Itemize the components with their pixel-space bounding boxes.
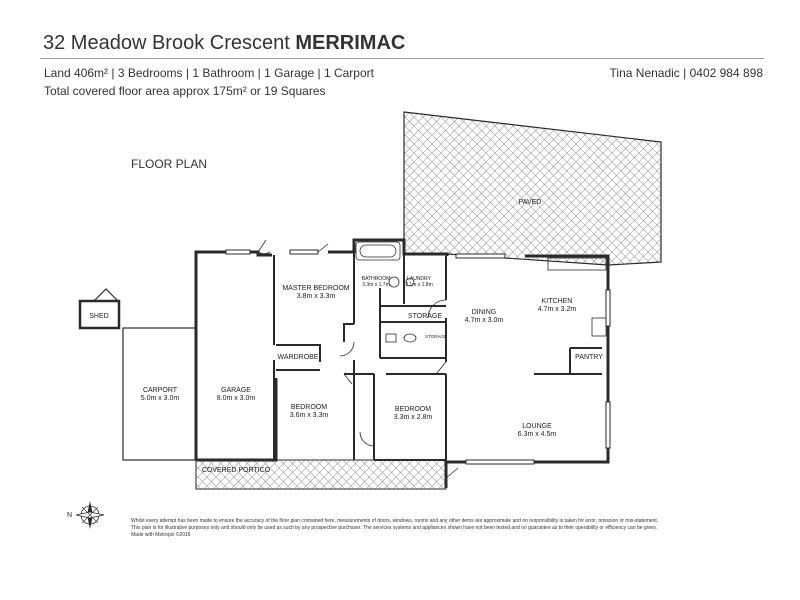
paved-area <box>403 111 662 266</box>
interior-walls <box>273 252 602 462</box>
room-size-carport: 5.0m x 3.0m <box>141 395 180 402</box>
room-size-dining: 4.7m x 3.0m <box>465 317 504 324</box>
room-name-paved: PAVED <box>519 199 542 206</box>
floor-area-text: Total covered floor area approx 175m² or… <box>44 84 326 98</box>
floor-plan-label: FLOOR PLAN <box>131 157 208 171</box>
room-size-laundry: 2.1m x 1.8m <box>405 282 433 288</box>
room-name-bedroom-3: BEDROOM <box>395 406 431 413</box>
disclaimer: Whilst every attempt has been made to en… <box>131 518 721 539</box>
room-name-garage: GARAGE <box>221 387 251 394</box>
header-divider <box>40 58 764 59</box>
windows <box>225 249 611 465</box>
suburb-name: MERRIMAC <box>295 32 406 54</box>
room-name-lounge: LOUNGE <box>522 423 552 430</box>
room-name-kitchen: KITCHEN <box>542 298 573 305</box>
exterior-walls <box>194 238 610 488</box>
doors <box>257 239 459 479</box>
room-name-wardrobe: WARDROBE <box>278 354 319 361</box>
room-size-garage: 8.0m x 3.0m <box>217 395 256 402</box>
disclaimer-line-2: This plan is for illustrative purposes o… <box>131 525 658 531</box>
disclaimer-line-1: Whilst every attempt has been made to en… <box>131 518 659 524</box>
svg-text:N: N <box>67 512 72 519</box>
room-name-master: MASTER BEDROOM <box>282 285 349 292</box>
room-size-bathroom: 3.3m x 1.7m <box>362 282 390 288</box>
room-name-pantry: PANTRY <box>575 354 603 361</box>
property-summary: Land 406m² | 3 Bedrooms | 1 Bathroom | 1… <box>44 66 374 80</box>
room-size-master: 3.8m x 3.3m <box>297 293 336 300</box>
property-title: 32 Meadow Brook Crescent MERRIMAC <box>43 32 405 55</box>
room-size-bedroom-2: 3.6m x 3.3m <box>290 412 329 419</box>
room-labels: PAVED SHED CARPORT 5.0m x 3.0m GARAGE 8.… <box>89 199 603 474</box>
room-name-storage: STORAGE <box>408 313 442 320</box>
compass-rose-icon: N <box>67 501 105 529</box>
fixtures <box>355 241 607 343</box>
room-name-storage-small: STORAGE <box>425 334 447 339</box>
room-size-lounge: 6.3m x 4.5m <box>518 431 557 438</box>
street-address: 32 Meadow Brook Crescent <box>43 32 290 54</box>
room-name-portico: COVERED PORTICO <box>202 467 271 474</box>
covered-portico-area <box>195 459 447 490</box>
disclaimer-line-3: Made with Metropix ©2016 <box>131 532 191 538</box>
room-name-bathroom: BATHROOM <box>362 276 391 282</box>
agent-contact: Tina Nenadic | 0402 984 898 <box>609 66 763 80</box>
room-name-carport: CARPORT <box>143 387 178 394</box>
room-size-kitchen: 4.7m x 3.2m <box>538 306 577 313</box>
room-size-bedroom-3: 3.3m x 2.8m <box>394 414 433 421</box>
room-name-shed: SHED <box>89 313 108 320</box>
carport-outline <box>78 288 197 461</box>
room-name-dining: DINING <box>472 309 497 316</box>
room-name-laundry: LAUNDRY <box>407 276 431 282</box>
room-name-bedroom-2: BEDROOM <box>291 404 327 411</box>
